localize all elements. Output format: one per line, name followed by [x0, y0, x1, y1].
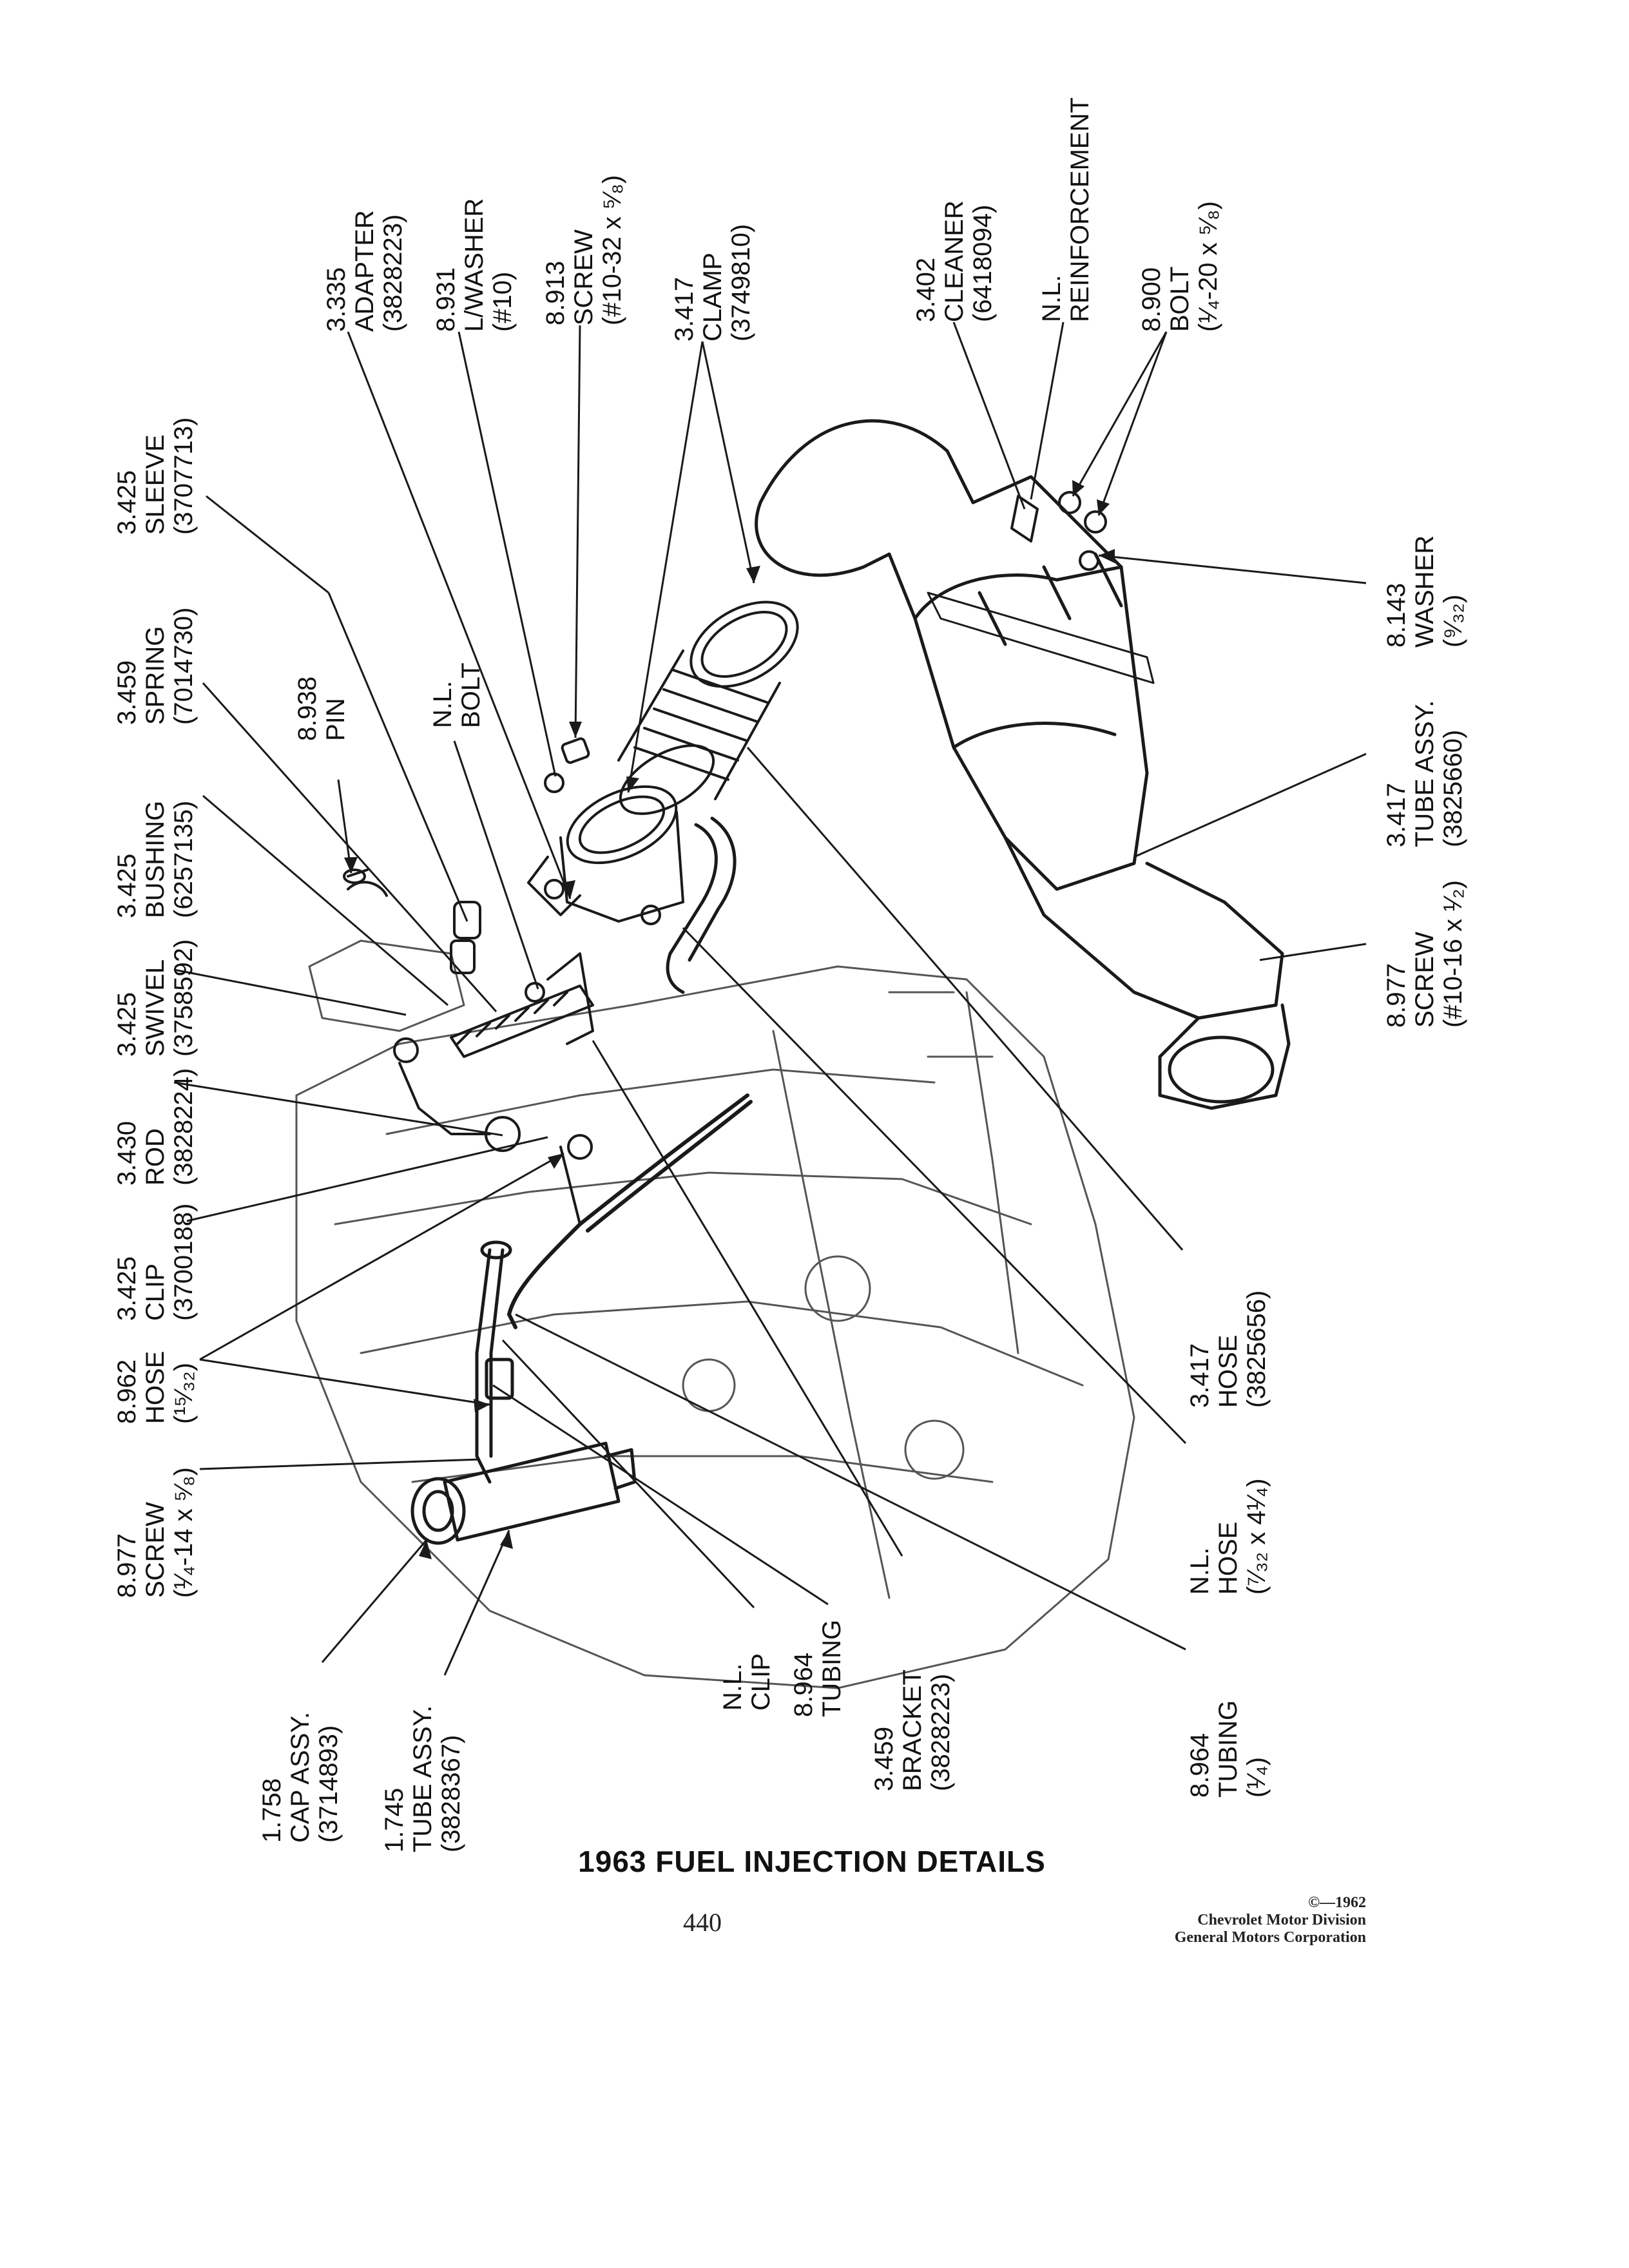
callout-nl-bolt: N.L.BOLT [429, 662, 485, 728]
throttle-linkage [347, 881, 594, 1225]
diagram-title: 1963 FUEL INJECTION DETAILS [578, 1845, 1046, 1878]
air-tube-assembly [755, 419, 1291, 1110]
reinforcement-and-bolts [1010, 491, 1107, 571]
copyright-credit: ©—1962 Chevrolet Motor Division General … [1095, 1894, 1366, 1946]
copyright-line: ©—1962 [1308, 1894, 1366, 1911]
leader-lines [173, 322, 1367, 1676]
credit-line-1: Chevrolet Motor Division [1197, 1912, 1366, 1928]
page-number: 440 [683, 1908, 722, 1937]
credit-line-2: General Motors Corporation [1174, 1929, 1366, 1946]
callout-nl-hose: N.L.HOSE(⁷⁄₃₂ x 4¹⁄₄) [1186, 1478, 1271, 1595]
small-parts [343, 737, 590, 939]
small-curved-hose [666, 816, 737, 994]
callout-nl-clip: N.L.CLIP [718, 1653, 775, 1711]
adapter-and-clamp [527, 785, 684, 925]
arrowheads [344, 480, 1115, 1559]
fuel-tubing [507, 1093, 753, 1329]
cap-and-tube-assembly [410, 1441, 637, 1545]
bellows-hose [617, 601, 799, 815]
vertical-tube [475, 1240, 514, 1484]
callout-reinforcement: N.L.REINFORCEMENT [1037, 97, 1094, 322]
engine-block-outline [295, 939, 1135, 1689]
